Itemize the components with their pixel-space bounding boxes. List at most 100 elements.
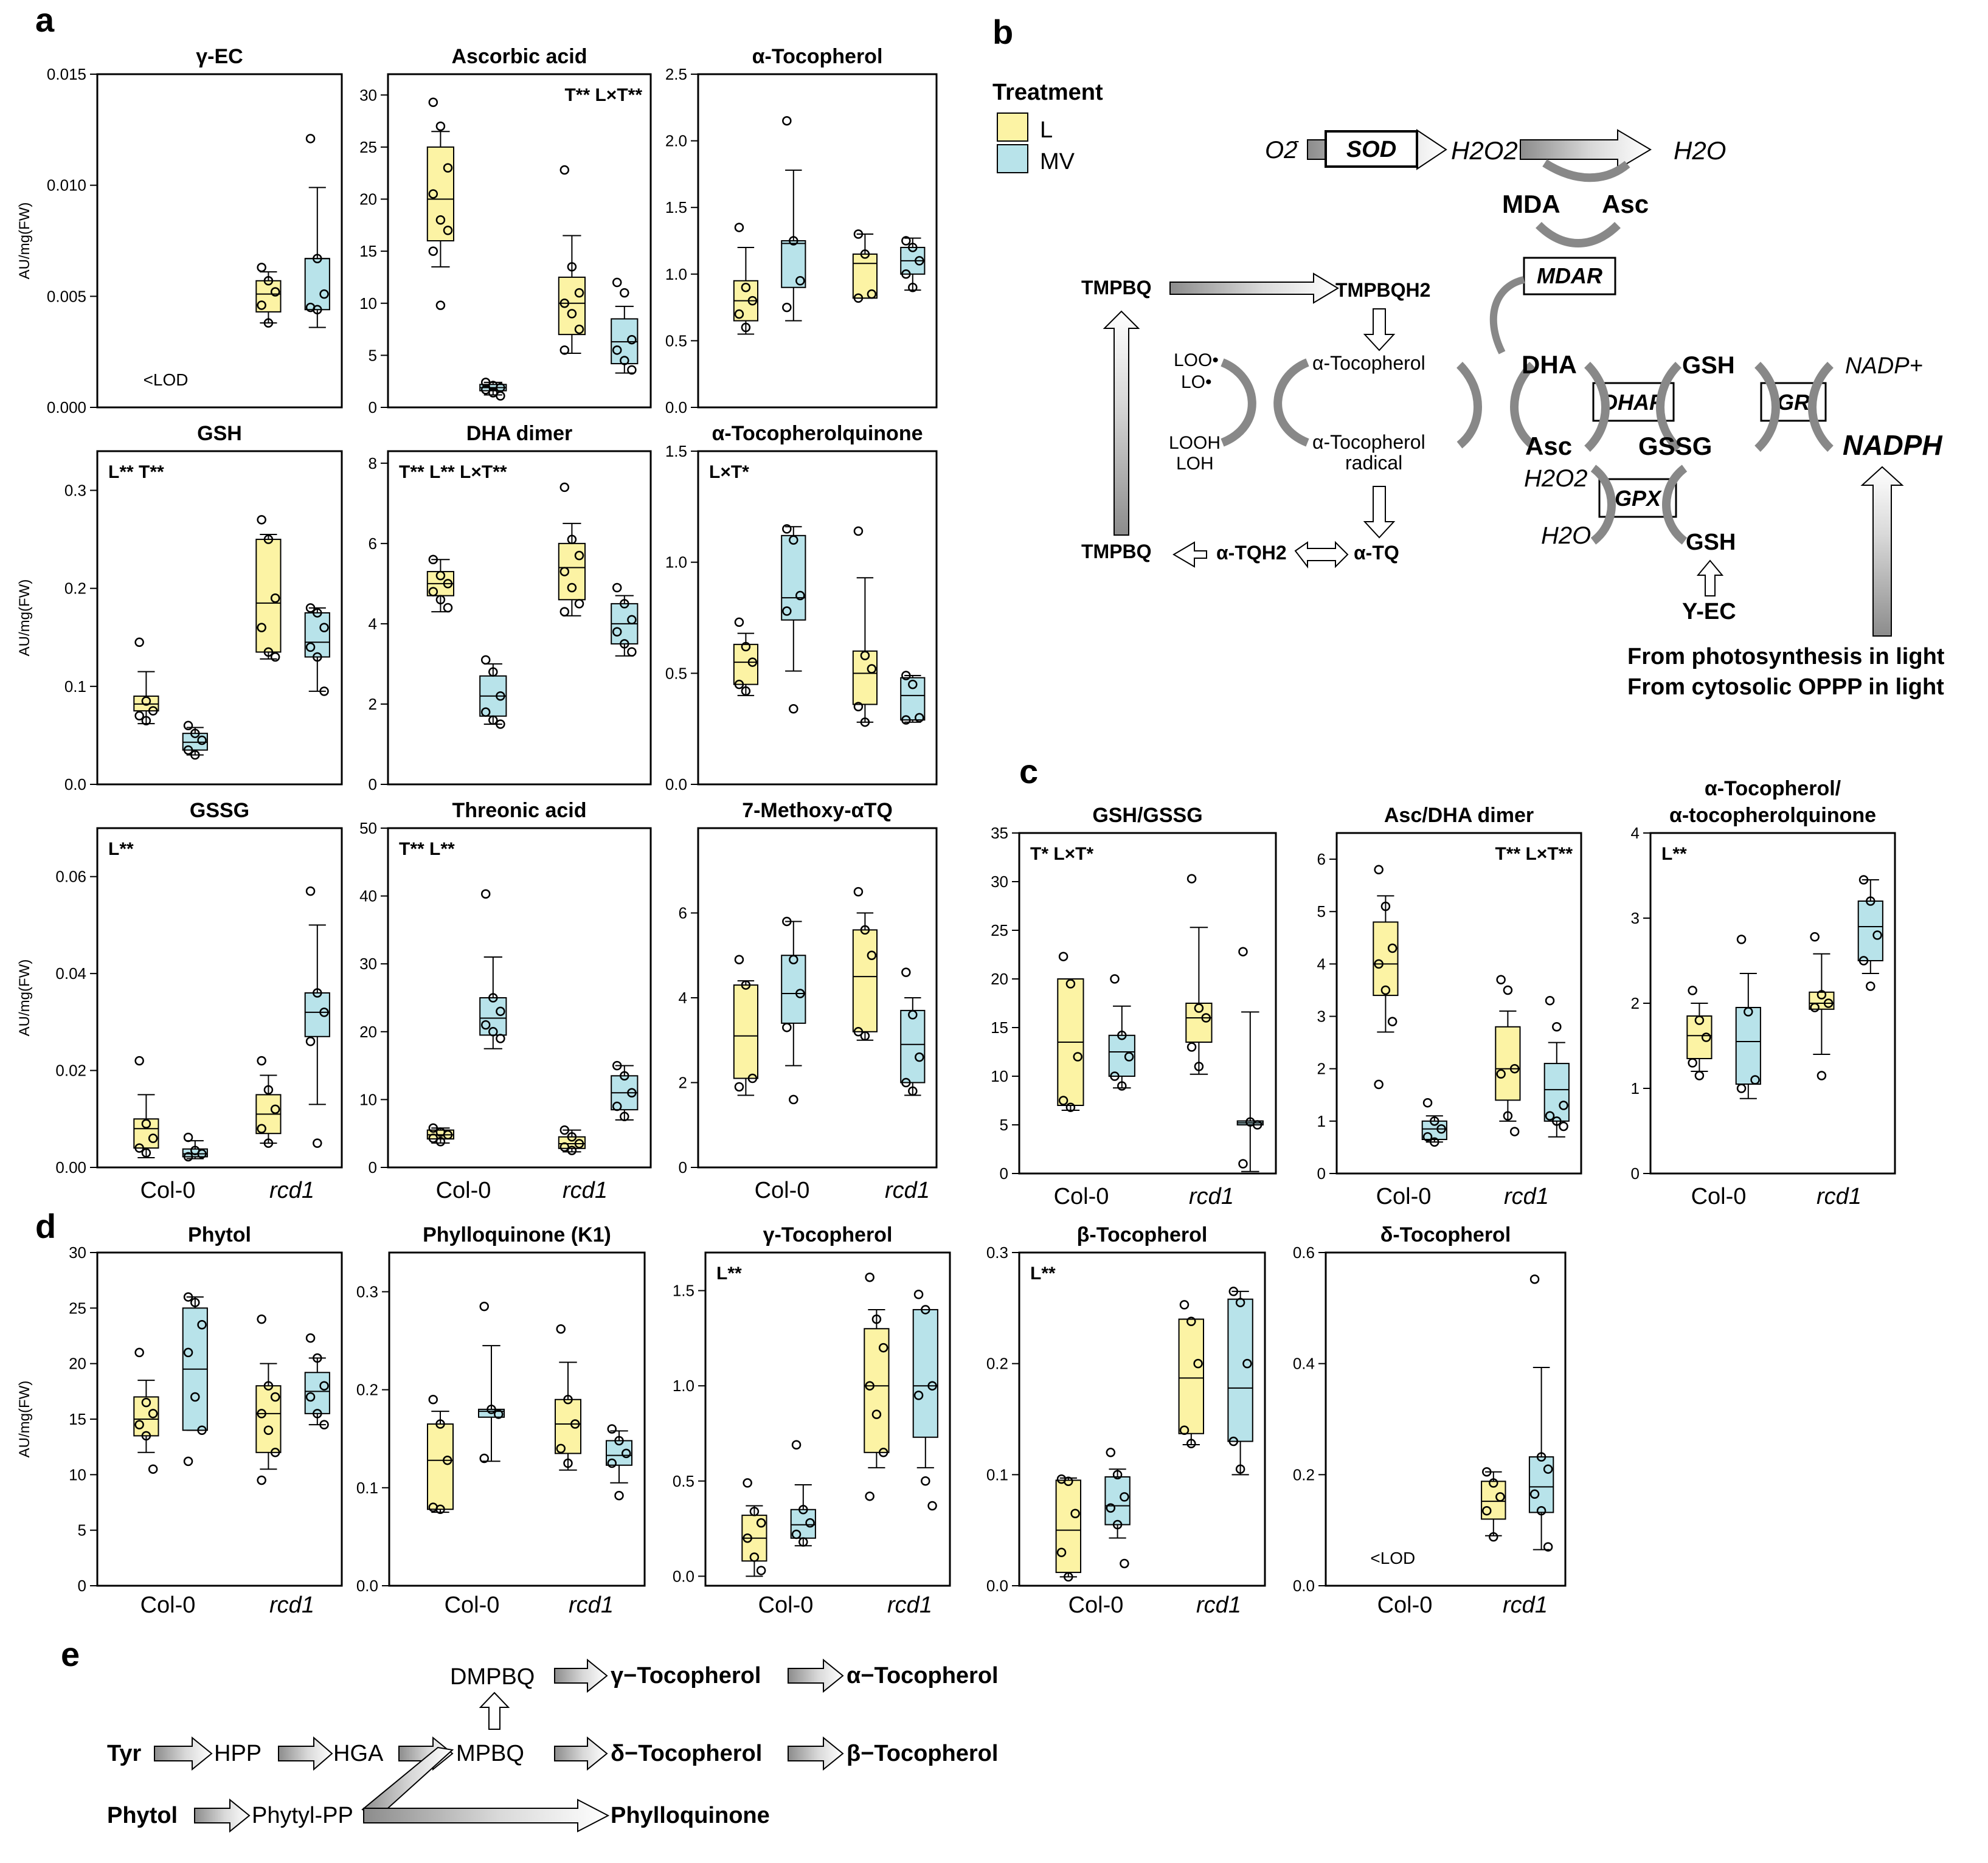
data-point xyxy=(1179,1300,1190,1310)
box-mv xyxy=(790,1509,816,1539)
data-point xyxy=(791,1440,802,1450)
node-atq: α-TQ xyxy=(1354,542,1399,564)
data-point xyxy=(1694,1015,1705,1025)
data-point xyxy=(190,1298,200,1307)
data-point xyxy=(1736,1084,1747,1093)
y-tick-label: 0.3 xyxy=(64,481,86,499)
data-point xyxy=(1489,1478,1498,1488)
arrow-nadph-source xyxy=(1860,466,1904,637)
data-point xyxy=(741,980,751,990)
group-label-rcd1: rcd1 xyxy=(1504,1184,1549,1209)
arrow-tmpbqh2-atoc xyxy=(1363,308,1396,351)
data-point xyxy=(313,1409,322,1419)
data-point xyxy=(1065,1102,1076,1112)
data-point xyxy=(263,534,274,544)
box-l xyxy=(426,146,454,241)
data-point xyxy=(183,745,193,755)
group-label-rcd1: rcd1 xyxy=(1817,1184,1862,1209)
data-point xyxy=(1545,995,1555,1006)
data-point xyxy=(620,1111,629,1122)
data-point xyxy=(627,365,637,375)
data-point xyxy=(428,587,438,596)
data-point xyxy=(1186,1439,1196,1448)
group-label-rcd1: rcd1 xyxy=(569,1592,614,1618)
data-point xyxy=(1112,1470,1123,1480)
data-point xyxy=(488,993,498,1003)
data-point xyxy=(756,1518,766,1528)
cycle-arc-mdar xyxy=(1536,221,1621,247)
y-tick-label: 30 xyxy=(359,86,377,104)
data-point xyxy=(612,277,622,288)
data-point xyxy=(1110,1071,1120,1081)
data-point xyxy=(1194,1062,1204,1071)
data-point xyxy=(435,300,446,310)
node-alpha-tocopherol: α−Tocopherol xyxy=(847,1663,999,1688)
y-tick-label: 0.0 xyxy=(665,398,687,416)
node-looh: LOOH xyxy=(1169,433,1221,453)
node-gamma-ec: Y-EC xyxy=(1682,599,1736,624)
data-point xyxy=(134,1420,144,1429)
box-mv xyxy=(304,612,330,658)
data-point xyxy=(197,1319,207,1330)
y-tick-label: 25 xyxy=(991,921,1008,939)
data-point xyxy=(1238,1159,1248,1169)
node-h2o: H2O xyxy=(1674,136,1726,165)
data-point xyxy=(1058,1096,1068,1105)
data-point xyxy=(319,289,329,299)
data-point xyxy=(620,288,629,298)
y-tick-label: 10 xyxy=(359,1090,377,1108)
data-point xyxy=(782,606,792,616)
data-point xyxy=(313,254,322,263)
data-point xyxy=(1509,1063,1520,1074)
data-point xyxy=(612,1101,622,1111)
cycle-arc-apx xyxy=(1542,159,1630,182)
y-tick-label: 10 xyxy=(991,1067,1008,1085)
data-point xyxy=(263,276,274,286)
y-axis-label: AU/mg(FW) xyxy=(16,202,33,280)
data-point xyxy=(428,555,438,565)
chart-title: α-Tocopherolquinone xyxy=(712,422,923,445)
data-point xyxy=(734,309,744,319)
stats-annotation: T** L×T** xyxy=(1495,844,1573,864)
data-point xyxy=(1374,1079,1384,1090)
y-tick-label: 10 xyxy=(359,294,377,313)
y-tick-label: 2 xyxy=(1317,1060,1326,1078)
data-point xyxy=(620,1071,629,1081)
box-mv xyxy=(900,677,926,721)
data-point xyxy=(559,1125,570,1135)
y-tick-label: 25 xyxy=(359,138,377,156)
arrow-phytol-phytylpp xyxy=(194,1798,251,1833)
plot-frame xyxy=(1018,1251,1266,1587)
y-tick-label: 0 xyxy=(679,1158,687,1177)
box-l xyxy=(1178,1318,1204,1434)
data-point xyxy=(1810,932,1820,942)
data-point xyxy=(567,262,577,272)
cycle-arc-asc-toc xyxy=(1456,362,1482,449)
data-point xyxy=(487,1405,496,1414)
data-point xyxy=(867,950,877,960)
data-point xyxy=(1545,1111,1555,1121)
box-l xyxy=(1495,1026,1521,1101)
data-point xyxy=(496,391,505,401)
y-tick-label: 20 xyxy=(359,1023,377,1041)
y-tick-label: 0.3 xyxy=(986,1243,1008,1262)
data-point xyxy=(1858,956,1869,966)
legend-label-l: L xyxy=(1040,117,1053,143)
data-point xyxy=(480,707,491,717)
data-point xyxy=(627,334,637,345)
stats-annotation: T** L** L×T** xyxy=(399,462,507,482)
data-point xyxy=(1694,1071,1705,1080)
data-point xyxy=(496,691,505,701)
data-point xyxy=(313,305,322,315)
node-o2-superscript: - xyxy=(1294,131,1300,150)
y-tick-label: 5 xyxy=(78,1521,86,1540)
data-point xyxy=(1536,1505,1546,1516)
chart-title: DHA dimer xyxy=(466,422,572,445)
data-point xyxy=(567,1132,577,1142)
cycle-arc-gpx2 xyxy=(1662,465,1688,545)
data-point xyxy=(878,1343,888,1353)
data-point xyxy=(1070,1509,1080,1519)
data-point xyxy=(567,582,577,593)
data-point xyxy=(435,1504,445,1515)
